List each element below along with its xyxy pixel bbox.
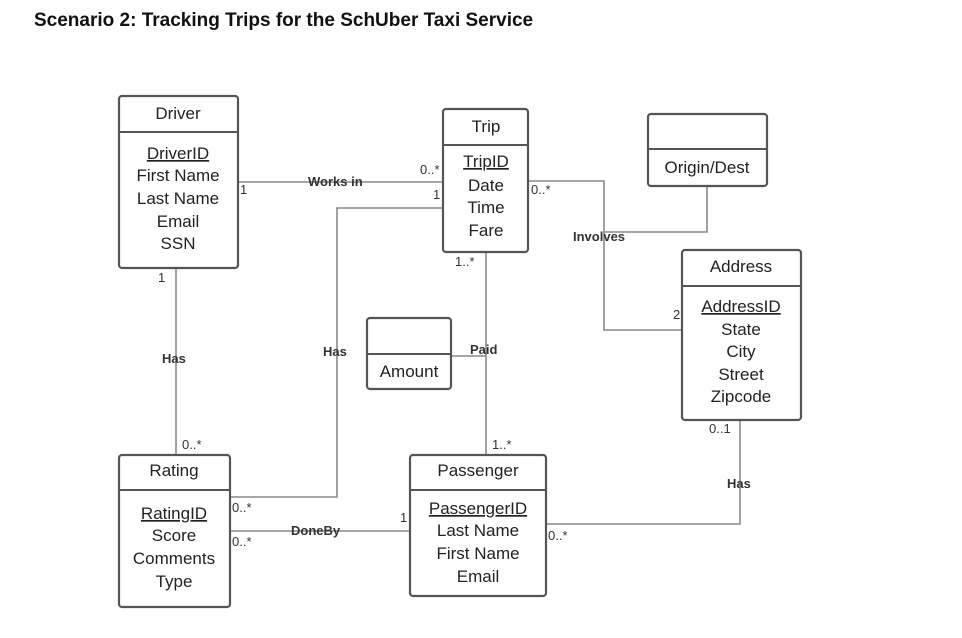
- cardinality-rating-has-trip: 0..*: [232, 500, 252, 515]
- origin-dest-connector-line: [604, 186, 708, 233]
- entity-attribute: Comments: [133, 549, 215, 568]
- entity-name: Address: [710, 257, 772, 276]
- paid-label: Paid: [470, 342, 498, 357]
- cardinality-passenger-doneby: 1: [400, 510, 407, 525]
- entity-driver: Driver DriverID First Name Last Name Ema…: [117, 94, 240, 270]
- cardinality-rating-doneby: 0..*: [232, 534, 252, 549]
- connectors: [175, 180, 741, 532]
- cardinality-driver-works-in: 1: [240, 182, 247, 197]
- entity-attribute: Street: [718, 365, 764, 384]
- entity-trip: Trip TripID Date Time Fare: [441, 107, 530, 254]
- cardinality-trip-involves: 0..*: [531, 182, 551, 197]
- entity-name: Driver: [155, 104, 201, 123]
- entity-attribute: Last Name: [137, 189, 219, 208]
- cardinality-trip-works-in-many: 0..*: [420, 162, 440, 177]
- cardinality-address-involves: 2: [673, 307, 680, 322]
- entity-attribute: Zipcode: [711, 387, 771, 406]
- entity-attribute: Email: [457, 567, 500, 586]
- cardinality-rating-has-driver: 0..*: [182, 437, 202, 452]
- cardinality-driver-has: 1: [158, 270, 165, 285]
- entity-passenger: Passenger PassengerID Last Name First Na…: [408, 453, 548, 598]
- relationship-labels: Works in Involves Has Has Paid DoneBy Ha…: [162, 174, 751, 538]
- entity-attribute: First Name: [136, 166, 219, 185]
- diagram-title: Scenario 2: Tracking Trips for the SchUb…: [34, 10, 534, 31]
- entity-attribute: Type: [156, 572, 193, 591]
- entity-attribute: Fare: [469, 221, 504, 240]
- address-has-label: Has: [727, 476, 751, 491]
- entity-attribute: Amount: [380, 362, 439, 381]
- entity-attribute: TripID: [463, 152, 509, 171]
- entity-amount: Amount: [365, 316, 453, 391]
- trip-rating-has-line: [230, 207, 443, 498]
- involves-label: Involves: [573, 229, 625, 244]
- doneby-label: DoneBy: [291, 523, 341, 538]
- involves-line: [528, 180, 682, 331]
- entity-rating: Rating RatingID Score Comments Type: [117, 453, 232, 609]
- address-has-line: [546, 420, 741, 525]
- entity-origin-dest: Origin/Dest: [646, 112, 769, 188]
- entity-attribute: Origin/Dest: [664, 158, 749, 177]
- entity-attribute: First Name: [436, 544, 519, 563]
- entity-attribute: Score: [152, 526, 196, 545]
- cardinality-passenger-paid: 1..*: [492, 437, 512, 452]
- trip-rating-has-label: Has: [323, 344, 347, 359]
- entity-attribute: Email: [157, 212, 200, 231]
- cardinality-trip-works-in-one: 1: [433, 187, 440, 202]
- entity-attribute: Last Name: [437, 521, 519, 540]
- entity-address: Address AddressID State City Street Zipc…: [680, 248, 803, 422]
- entity-attribute: City: [726, 342, 756, 361]
- cardinality-passenger-has: 0..*: [548, 528, 568, 543]
- cardinality-address-has: 0..1: [709, 421, 731, 436]
- entity-attribute: DriverID: [147, 144, 209, 163]
- entity-attribute: Time: [467, 198, 504, 217]
- entity-box: [117, 94, 240, 270]
- entity-attribute: Date: [468, 176, 504, 195]
- entity-box: [680, 248, 803, 422]
- cardinality-trip-paid: 1..*: [455, 254, 475, 269]
- entity-box: [117, 453, 232, 609]
- entity-name: Rating: [149, 461, 198, 480]
- entity-attribute: PassengerID: [429, 499, 527, 518]
- driver-rating-has-label: Has: [162, 351, 186, 366]
- entity-name: Passenger: [437, 461, 519, 480]
- works-in-label: Works in: [308, 174, 363, 189]
- cardinalities: 1 0..* 1 0..* 2 1 0..* 1..* 0..* 0..* 1 …: [158, 162, 731, 549]
- entity-attribute: State: [721, 320, 761, 339]
- entity-attribute: AddressID: [701, 297, 780, 316]
- entity-attribute: RatingID: [141, 504, 207, 523]
- entity-attribute: SSN: [161, 234, 196, 253]
- entity-name: Trip: [472, 117, 501, 136]
